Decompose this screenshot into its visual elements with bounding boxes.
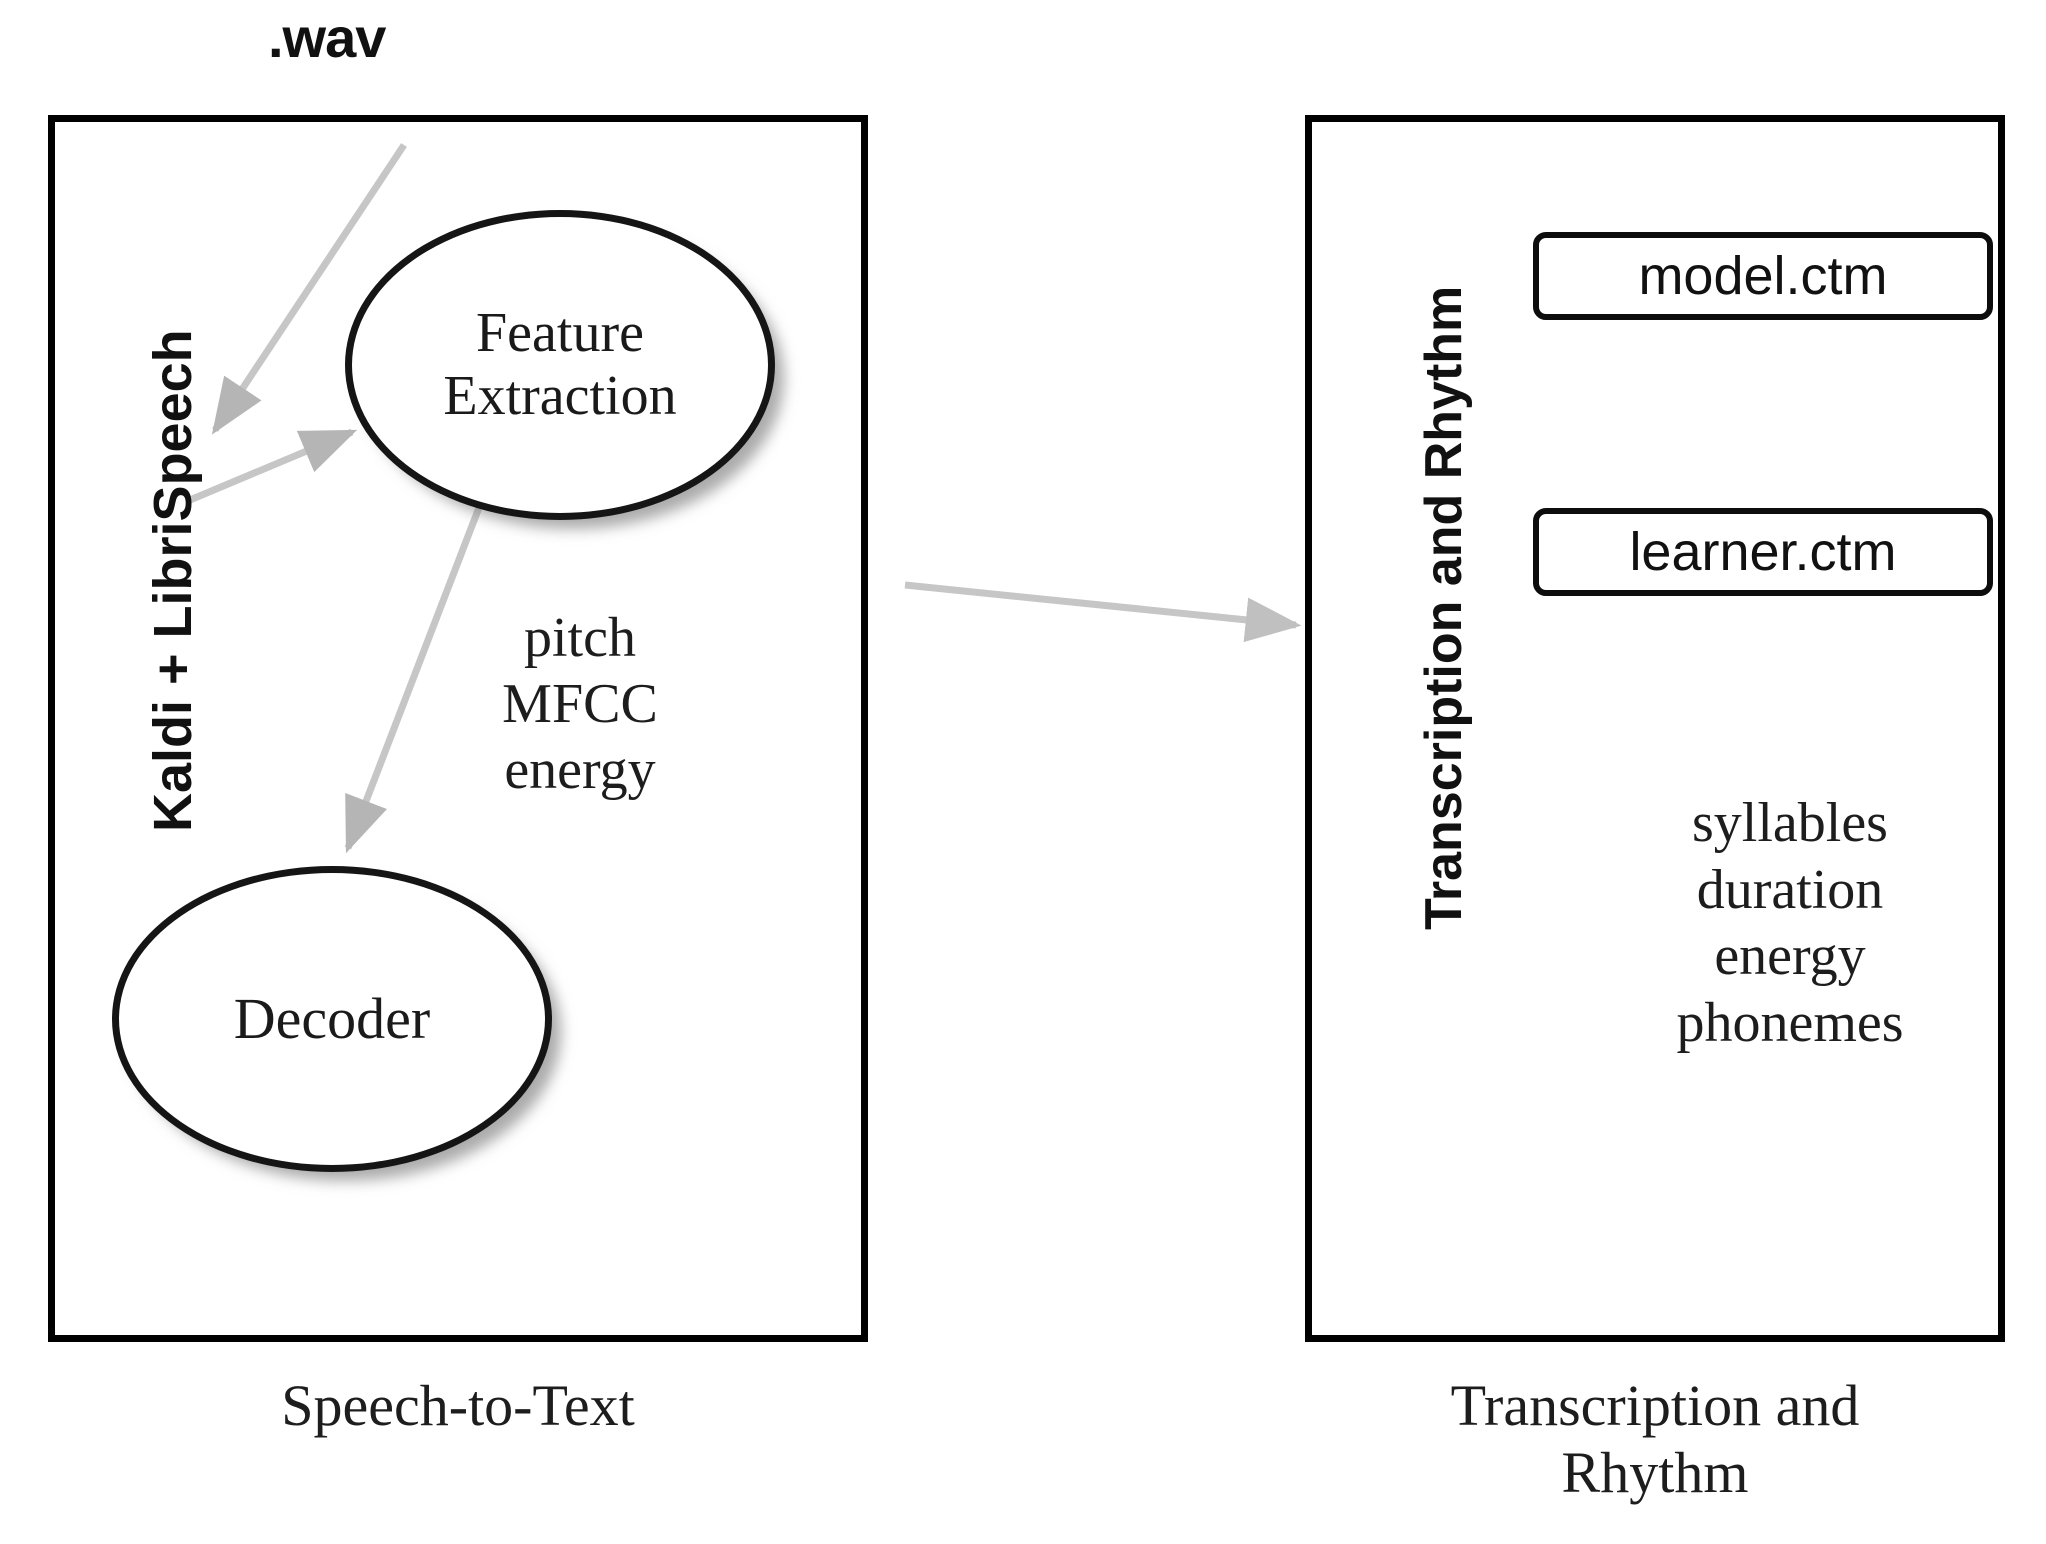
speech-to-text-caption-text: Speech-to-Text <box>281 1373 635 1438</box>
decoder-label: Decoder <box>233 985 431 1051</box>
transcription-rhythm-side-label: Transcription and Rhythm <box>1415 285 1473 930</box>
rhythm-list-item-syllables: syllables <box>1692 792 1888 854</box>
learner-ctm-file-box[interactable]: learner.ctm <box>1533 508 1993 596</box>
kaldi-librispeech-side-label: Kaldi + LibriSpeech <box>143 329 203 832</box>
speech-to-text-panel <box>48 115 868 1342</box>
feature-extraction-label-line2: Extraction <box>443 365 677 427</box>
arrow-stt-to-transcription <box>904 581 1302 643</box>
transcription-rhythm-caption-line2: Rhythm <box>1561 1440 1749 1506</box>
feature-list: pitch MFCC energy <box>455 605 705 803</box>
rhythm-list-item-phonemes: phonemes <box>1676 991 1904 1054</box>
feature-extraction-node[interactable]: Feature Extraction <box>345 210 775 520</box>
rhythm-feature-list: syllables duration energy phonemes <box>1640 790 1940 1057</box>
transcription-rhythm-panel <box>1305 115 2005 1342</box>
model-ctm-label: model.ctm <box>1638 246 1888 306</box>
transcription-rhythm-caption: Transcription and Rhythm <box>1305 1372 2005 1507</box>
learner-ctm-label: learner.ctm <box>1629 522 1897 582</box>
feature-list-item-mfcc: MFCC <box>502 673 658 736</box>
model-ctm-file-box[interactable]: model.ctm <box>1533 232 1993 320</box>
feature-extraction-label-line1: Feature <box>476 302 644 365</box>
feature-list-item-energy: energy <box>504 739 656 802</box>
rhythm-list-item-duration: duration <box>1696 858 1884 921</box>
rhythm-list-item-energy: energy <box>1714 925 1866 988</box>
speech-to-text-caption: Speech-to-Text <box>48 1372 868 1439</box>
feature-list-item-pitch: pitch <box>524 607 636 669</box>
decoder-node[interactable]: Decoder <box>112 866 552 1172</box>
wav-input-label: .wav <box>268 6 386 69</box>
transcription-rhythm-caption-line1: Transcription and <box>1450 1373 1860 1438</box>
